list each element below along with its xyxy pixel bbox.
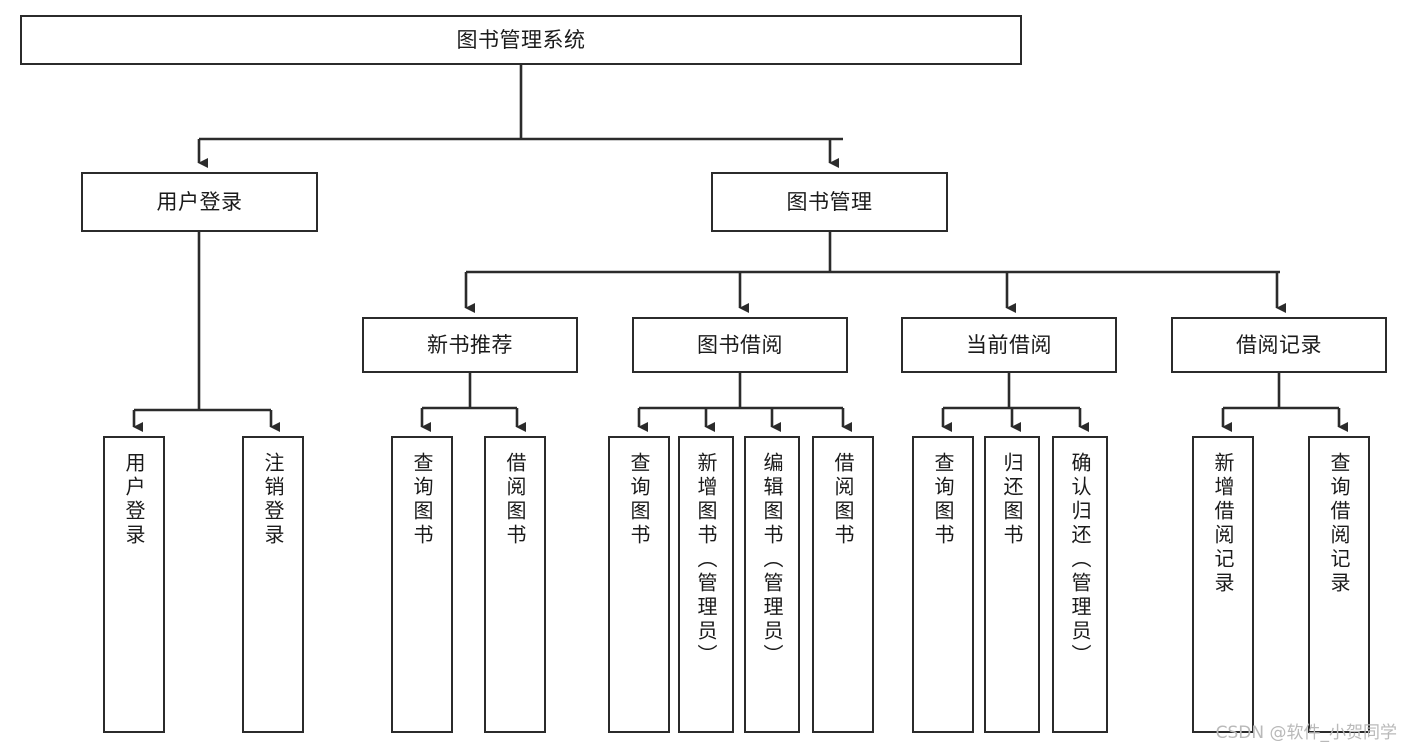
node-label: 查询图书 <box>410 452 434 548</box>
node-label: 查询借阅记录 <box>1327 452 1351 596</box>
node-label: 用户登录 <box>122 452 146 548</box>
node-label: 查询图书 <box>931 452 955 548</box>
node-leaf-borrow-book-1[interactable]: 借阅图书 <box>484 436 546 733</box>
node-label: 用户登录 <box>156 189 243 214</box>
node-label: 新书推荐 <box>427 332 513 357</box>
node-label: 确认归还（管理员） <box>1068 452 1092 668</box>
node-label: 查询图书 <box>627 452 651 548</box>
node-user-login[interactable]: 用户登录 <box>81 172 318 232</box>
node-leaf-confirm-return[interactable]: 确认归还（管理员） <box>1052 436 1108 733</box>
node-leaf-return-book[interactable]: 归还图书 <box>984 436 1040 733</box>
node-borrow-record[interactable]: 借阅记录 <box>1171 317 1387 373</box>
node-label: 图书借阅 <box>697 332 783 357</box>
node-label: 归还图书 <box>1000 452 1024 548</box>
node-label: 借阅图书 <box>503 452 527 548</box>
node-label: 借阅记录 <box>1236 332 1322 357</box>
node-leaf-query-book-3[interactable]: 查询图书 <box>912 436 974 733</box>
node-label: 编辑图书（管理员） <box>760 452 784 668</box>
node-leaf-user-login[interactable]: 用户登录 <box>103 436 165 733</box>
node-leaf-query-book-2[interactable]: 查询图书 <box>608 436 670 733</box>
watermark: CSDN @软件_小贺同学 <box>1215 723 1397 743</box>
node-root[interactable]: 图书管理系统 <box>20 15 1022 65</box>
node-label: 图书管理系统 <box>456 27 586 52</box>
node-label: 当前借阅 <box>966 332 1052 357</box>
node-leaf-edit-book-admin[interactable]: 编辑图书（管理员） <box>744 436 800 733</box>
node-label: 借阅图书 <box>831 452 855 548</box>
node-label: 注销登录 <box>261 452 285 548</box>
node-book-borrow[interactable]: 图书借阅 <box>632 317 848 373</box>
node-leaf-query-record[interactable]: 查询借阅记录 <box>1308 436 1370 733</box>
node-leaf-add-book-admin[interactable]: 新增图书（管理员） <box>678 436 734 733</box>
node-leaf-user-logout[interactable]: 注销登录 <box>242 436 304 733</box>
node-current-borrow[interactable]: 当前借阅 <box>901 317 1117 373</box>
node-leaf-borrow-book-2[interactable]: 借阅图书 <box>812 436 874 733</box>
node-new-book-recommend[interactable]: 新书推荐 <box>362 317 578 373</box>
node-label: 图书管理 <box>786 189 873 214</box>
node-label: 新增图书（管理员） <box>694 452 718 668</box>
node-label: 新增借阅记录 <box>1211 452 1235 596</box>
node-leaf-add-record[interactable]: 新增借阅记录 <box>1192 436 1254 733</box>
node-book-manage[interactable]: 图书管理 <box>711 172 948 232</box>
node-leaf-query-book-1[interactable]: 查询图书 <box>391 436 453 733</box>
